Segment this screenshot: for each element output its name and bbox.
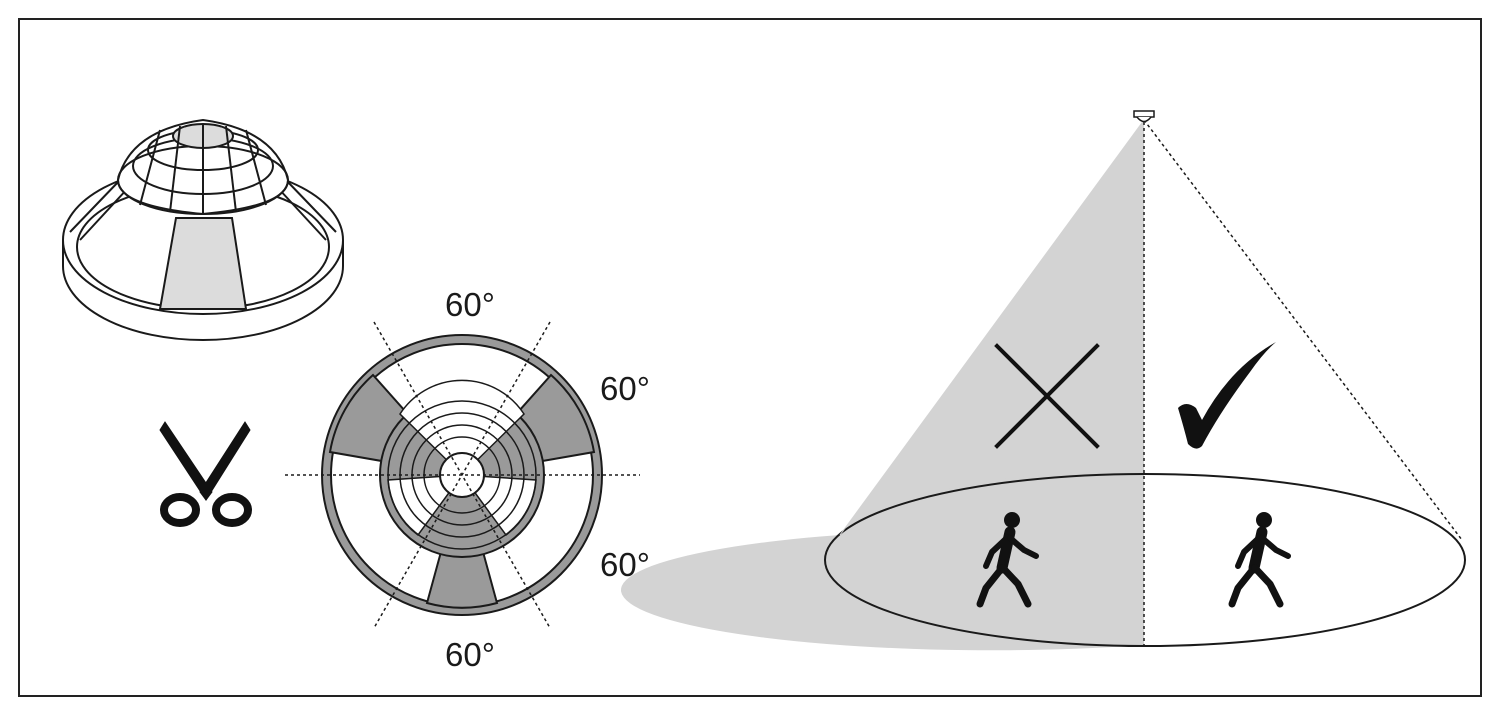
walking-person-icon xyxy=(976,512,1039,608)
angle-label-bottom: 60° xyxy=(445,636,495,673)
floor-detection-area xyxy=(824,473,1466,647)
scissors-icon xyxy=(159,421,252,527)
angle-label-top: 60° xyxy=(445,286,495,323)
walking-person-icon xyxy=(1228,512,1291,608)
lens-dome-illustration xyxy=(62,118,344,341)
ceiling-sensor-icon xyxy=(1133,110,1155,123)
angle-label-right-upper: 60° xyxy=(600,370,650,407)
detection-cone-diagram xyxy=(620,110,1466,651)
check-icon xyxy=(1178,342,1276,449)
lens-mask-top-view xyxy=(285,321,640,629)
cross-icon xyxy=(994,343,1100,449)
